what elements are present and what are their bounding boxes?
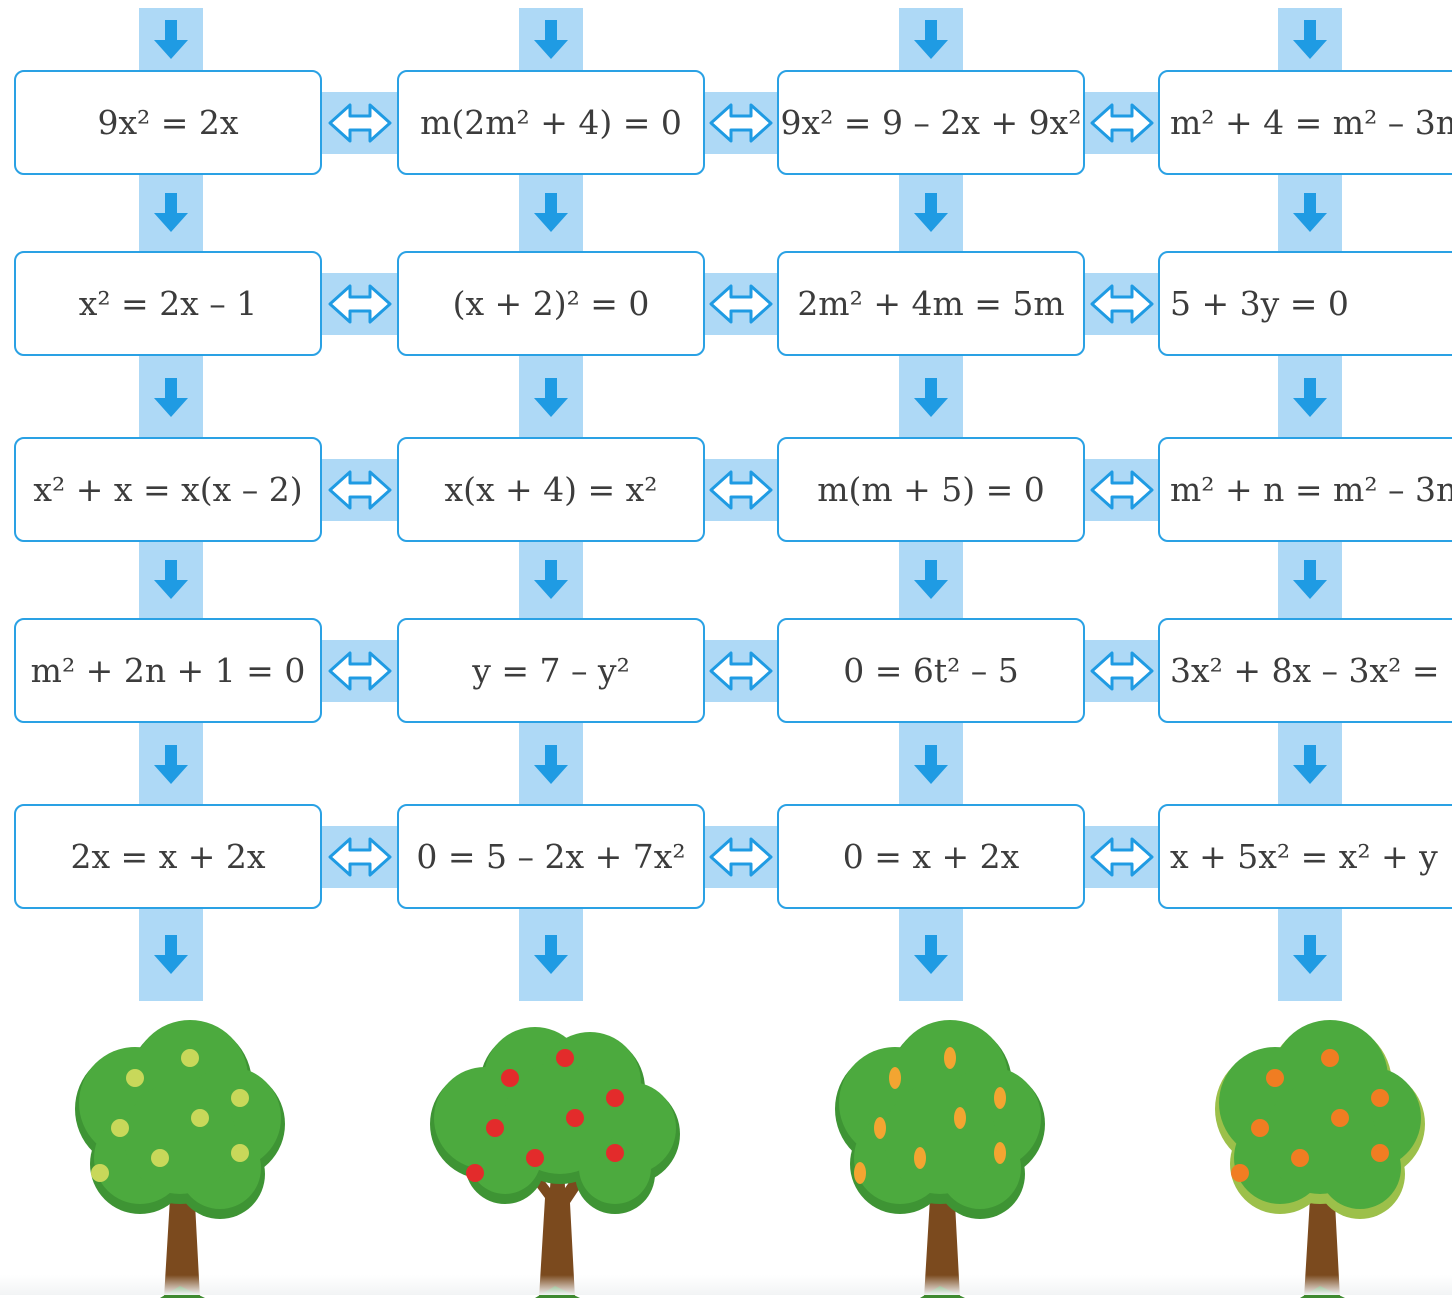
- equation-text: m(m + 5) = 0: [817, 470, 1045, 509]
- equation-text: m² + 2n + 1 = 0: [31, 651, 306, 690]
- arrow-down-icon: [533, 560, 569, 600]
- arrow-down-icon: [1292, 935, 1328, 975]
- equation-text: 0 = 5 – 2x + 7x²: [416, 837, 685, 876]
- equation-text: x(x + 4) = x²: [444, 470, 657, 509]
- arrow-down-icon: [913, 378, 949, 418]
- arrow-down-icon: [533, 193, 569, 233]
- equation-box: m(2m² + 4) = 0: [397, 70, 705, 175]
- equation-box: 5 + 3y = 0: [1158, 251, 1452, 356]
- arrow-down-icon: [153, 560, 189, 600]
- arrow-down-icon: [913, 560, 949, 600]
- double-arrow-icon: [1090, 284, 1154, 324]
- equation-text: 3x² + 8x – 3x² = 1: [1170, 651, 1452, 690]
- equation-text: 9x² = 9 – 2x + 9x²: [780, 103, 1081, 142]
- equation-text: 0 = x + 2x: [843, 837, 1019, 876]
- arrow-down-icon: [1292, 745, 1328, 785]
- arrow-down-icon: [153, 378, 189, 418]
- double-arrow-icon: [709, 103, 773, 143]
- arrow-down-icon: [913, 935, 949, 975]
- arrow-down-icon: [913, 193, 949, 233]
- apple-tree-icon: [415, 1008, 695, 1298]
- bottom-fade: [0, 1275, 1452, 1295]
- equation-text: m(2m² + 4) = 0: [420, 103, 682, 142]
- arrow-down-icon: [153, 935, 189, 975]
- equation-text: 5 + 3y = 0: [1170, 284, 1349, 323]
- arrow-down-icon: [1292, 20, 1328, 60]
- double-arrow-icon: [1090, 470, 1154, 510]
- equation-box: m² + n = m² – 3n: [1158, 437, 1452, 542]
- arrow-down-icon: [913, 745, 949, 785]
- equation-box: 2x = x + 2x: [14, 804, 322, 909]
- double-arrow-icon: [328, 103, 392, 143]
- equation-text: x + 5x² = x² + y: [1170, 837, 1438, 876]
- equation-box: x + 5x² = x² + y: [1158, 804, 1452, 909]
- arrow-down-icon: [913, 20, 949, 60]
- equation-box: m(m + 5) = 0: [777, 437, 1085, 542]
- double-arrow-icon: [1090, 651, 1154, 691]
- equation-box: y = 7 – y²: [397, 618, 705, 723]
- double-arrow-icon: [709, 470, 773, 510]
- equation-box: 3x² + 8x – 3x² = 1: [1158, 618, 1452, 723]
- equation-box: (x + 2)² = 0: [397, 251, 705, 356]
- arrow-down-icon: [153, 745, 189, 785]
- equation-box: 2m² + 4m = 5m: [777, 251, 1085, 356]
- equation-box: 9x² = 9 – 2x + 9x²: [777, 70, 1085, 175]
- double-arrow-icon: [1090, 103, 1154, 143]
- orange-tree-icon: [1180, 1008, 1452, 1298]
- equation-text: x² + x = x(x – 2): [33, 470, 302, 509]
- equation-text: 2x = x + 2x: [70, 837, 265, 876]
- equation-text: 2m² + 4m = 5m: [797, 284, 1064, 323]
- equation-box: 0 = 6t² – 5: [777, 618, 1085, 723]
- equation-text: 9x² = 2x: [97, 103, 238, 142]
- arrow-down-icon: [533, 20, 569, 60]
- arrow-down-icon: [533, 935, 569, 975]
- arrow-down-icon: [533, 745, 569, 785]
- double-arrow-icon: [328, 837, 392, 877]
- equation-text: m² + 4 = m² – 3m: [1170, 103, 1452, 142]
- equation-text: m² + n = m² – 3n: [1170, 470, 1452, 509]
- double-arrow-icon: [709, 837, 773, 877]
- equation-box: 0 = x + 2x: [777, 804, 1085, 909]
- mango-tree-icon: [800, 1008, 1080, 1298]
- double-arrow-icon: [709, 651, 773, 691]
- equation-box: x² + x = x(x – 2): [14, 437, 322, 542]
- equation-text: 0 = 6t² – 5: [843, 651, 1019, 690]
- double-arrow-icon: [328, 651, 392, 691]
- arrow-down-icon: [1292, 378, 1328, 418]
- double-arrow-icon: [1090, 837, 1154, 877]
- equation-box: m² + 4 = m² – 3m: [1158, 70, 1452, 175]
- arrow-down-icon: [533, 378, 569, 418]
- arrow-down-icon: [1292, 193, 1328, 233]
- equation-box: x(x + 4) = x²: [397, 437, 705, 542]
- pear-tree-icon: [40, 1008, 320, 1298]
- equation-box: m² + 2n + 1 = 0: [14, 618, 322, 723]
- equation-box: 0 = 5 – 2x + 7x²: [397, 804, 705, 909]
- equation-box: x² = 2x – 1: [14, 251, 322, 356]
- equation-text: x² = 2x – 1: [79, 284, 258, 323]
- arrow-down-icon: [1292, 560, 1328, 600]
- arrow-down-icon: [153, 20, 189, 60]
- equation-box: 9x² = 2x: [14, 70, 322, 175]
- equation-text: y = 7 – y²: [472, 651, 630, 690]
- equation-text: (x + 2)² = 0: [453, 284, 650, 323]
- double-arrow-icon: [709, 284, 773, 324]
- double-arrow-icon: [328, 284, 392, 324]
- double-arrow-icon: [328, 470, 392, 510]
- arrow-down-icon: [153, 193, 189, 233]
